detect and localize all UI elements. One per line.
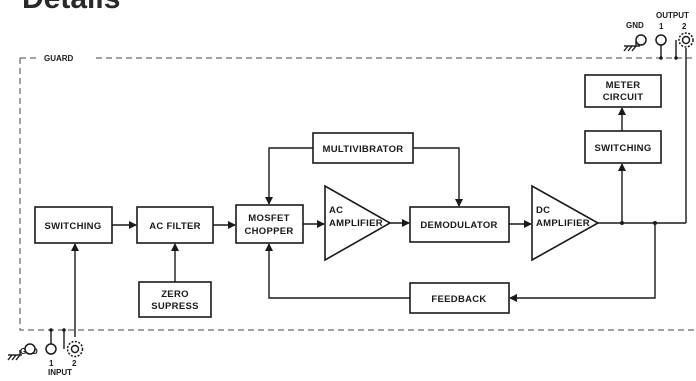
input-terminal-1-label: 1: [49, 359, 54, 368]
output-label: OUTPUT: [656, 11, 689, 20]
svg-text:AMPLIFIER: AMPLIFIER: [329, 218, 383, 229]
input-jack-1: [45, 343, 57, 355]
guard-label: GUARD: [44, 54, 74, 63]
svg-text:AC FILTER: AC FILTER: [149, 221, 201, 232]
svg-text:SWITCHING: SWITCHING: [44, 221, 101, 232]
block-feedback: FEEDBACK: [409, 282, 510, 314]
output-terminal-1-label: 1: [659, 22, 664, 31]
block-demodulator: DEMODULATOR: [409, 206, 510, 243]
block-dc-amplifier: DC AMPLIFIER: [531, 184, 600, 262]
output-jack-1: [655, 34, 667, 46]
output-gnd-jack: [635, 34, 647, 46]
svg-text:MOSFET: MOSFET: [248, 213, 289, 224]
guard-boundary: [19, 58, 696, 331]
output-terminal-2-label: 2: [682, 22, 687, 31]
svg-text:SWITCHING: SWITCHING: [594, 143, 651, 154]
svg-text:AC: AC: [329, 205, 343, 216]
signal-wires: [71, 48, 687, 337]
svg-text:METER: METER: [606, 80, 641, 91]
svg-text:MULTIVIBRATOR: MULTIVIBRATOR: [323, 144, 404, 155]
block-multivibrator: MULTIVIBRATOR: [312, 132, 414, 164]
output-terminals: OUTPUT 1 2 GND: [623, 11, 694, 60]
svg-text:CIRCUIT: CIRCUIT: [603, 92, 644, 103]
block-switching-input: SWITCHING: [34, 206, 113, 244]
output-gnd-label: GND: [626, 21, 644, 30]
block-zero-supress: ZERO SUPRESS: [138, 281, 212, 318]
input-terminals: GND 1 2 INPUT: [7, 328, 84, 377]
svg-text:CHOPPER: CHOPPER: [244, 226, 293, 237]
svg-text:DEMODULATOR: DEMODULATOR: [420, 220, 497, 231]
page-title-fragment: Details: [22, 0, 120, 15]
block-meter-circuit: METER CIRCUIT: [584, 74, 662, 108]
svg-text:SUPRESS: SUPRESS: [151, 301, 199, 312]
input-gnd-jack: [24, 343, 36, 355]
block-ac-filter: AC FILTER: [136, 206, 214, 244]
svg-text:DC: DC: [536, 205, 550, 216]
input-terminal-2-label: 2: [72, 359, 77, 368]
block-mosfet-chopper: MOSFET CHOPPER: [235, 204, 304, 244]
svg-text:ZERO: ZERO: [161, 289, 189, 300]
input-label: INPUT: [48, 368, 72, 376]
ground-icon: [7, 350, 22, 361]
svg-text:FEEDBACK: FEEDBACK: [431, 294, 486, 305]
block-ac-amplifier: AC AMPLIFIER: [324, 184, 392, 262]
block-switching-output: SWITCHING: [584, 130, 662, 164]
ground-icon: [623, 41, 640, 52]
svg-text:AMPLIFIER: AMPLIFIER: [536, 218, 590, 229]
